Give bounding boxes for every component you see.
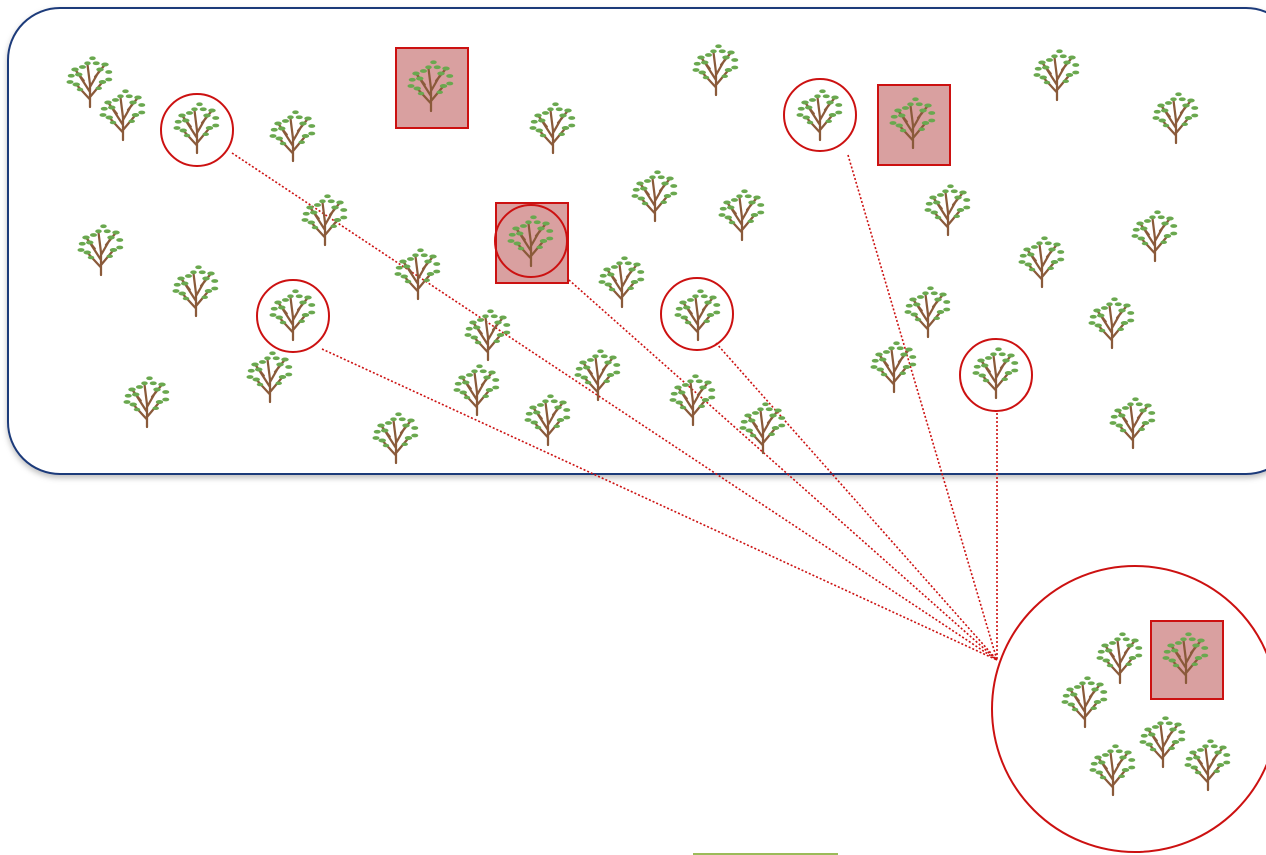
sample-circle <box>992 566 1266 852</box>
population-frame <box>8 8 1266 474</box>
